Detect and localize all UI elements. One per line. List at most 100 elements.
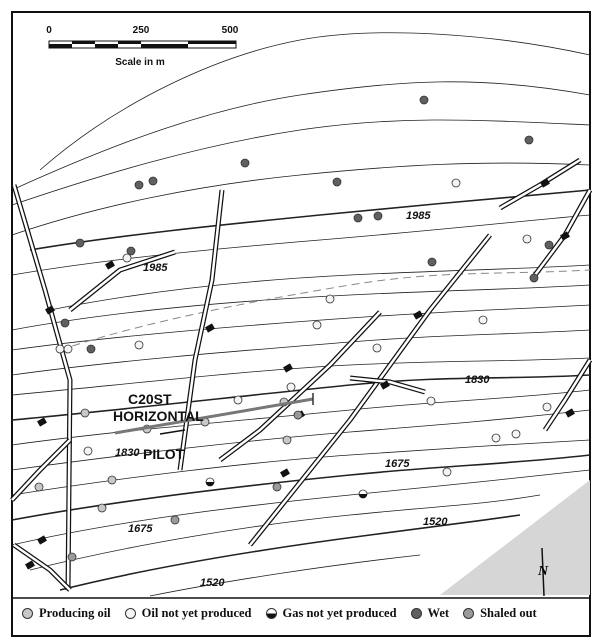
well-wet	[353, 213, 363, 223]
fault-line	[218, 310, 382, 462]
contour-label-1520: 1520	[200, 577, 225, 589]
legend-item-shaled-out: Shaled out	[463, 606, 537, 621]
producing-oil-icon	[22, 607, 33, 619]
contour-line	[29, 189, 591, 251]
well-shaled-out	[293, 410, 303, 420]
fault-line-inner	[534, 189, 592, 276]
well-shaled-out	[272, 482, 282, 492]
contour-line	[11, 469, 591, 546]
well-oil-not-produced	[542, 402, 552, 412]
well-oil-not-produced	[134, 340, 144, 350]
well-wet	[126, 246, 136, 256]
fault-line-inner	[11, 439, 71, 501]
legend-label: Wet	[427, 605, 450, 620]
well-wet	[86, 344, 96, 354]
fault-throw-marker	[565, 408, 575, 418]
contour-label-1985: 1985	[143, 262, 168, 274]
well-wet	[134, 180, 144, 190]
well-wet	[75, 238, 85, 248]
well-shaled-out	[170, 515, 180, 525]
shaded-area	[440, 480, 590, 595]
label-c20st: C20ST	[128, 391, 172, 407]
fault-throw-marker	[380, 380, 390, 390]
wet-icon	[410, 607, 422, 619]
well-oil-not-produced	[372, 343, 382, 353]
fault-throw-marker	[560, 231, 570, 241]
scale-tick-0: 0	[46, 25, 52, 36]
fault-throw-marker	[540, 178, 550, 188]
shaled-out-icon	[463, 607, 475, 619]
horizontal-well-trace	[114, 393, 314, 435]
fault-throw-marker	[413, 310, 423, 320]
well-oil-not-produced	[442, 467, 452, 477]
well-wet	[60, 318, 70, 328]
contour-line	[11, 357, 591, 396]
gas-half-fill	[206, 482, 214, 486]
legend-item-oil-not-produced: Oil not yet produced	[124, 605, 252, 621]
gas-half-fill	[359, 494, 367, 498]
dashed-contour	[59, 269, 591, 351]
contour-label-1985: 1985	[406, 210, 431, 222]
well-oil-not-produced	[451, 178, 461, 188]
contour-line	[11, 409, 591, 471]
fault-line-inner	[543, 359, 592, 431]
fault-line-inner	[178, 189, 224, 471]
fault-line-inner	[12, 184, 72, 591]
contour-label-1675: 1675	[128, 523, 153, 535]
well-producing-oil	[34, 482, 44, 492]
contour-line	[11, 304, 591, 351]
contour-label-1675: 1675	[385, 458, 410, 470]
fault-line-inner	[13, 543, 71, 591]
fault-throw-marker	[37, 417, 47, 427]
fault-throw-marker	[280, 468, 290, 478]
fault-throw-marker	[37, 535, 47, 545]
contour-label-1830: 1830	[115, 447, 140, 459]
well-oil-not-produced	[522, 234, 532, 244]
well-oil-not-produced	[312, 320, 322, 330]
legend-item-wet: Wet	[410, 605, 450, 621]
label-horizontal: HORIZONTAL	[113, 408, 204, 424]
contour-line	[49, 264, 591, 311]
oil-not-produced-icon	[124, 607, 136, 619]
contour-label-1830: 1830	[465, 374, 490, 386]
well-oil-not-produced	[233, 395, 243, 405]
legend-label: Producing oil	[39, 605, 111, 620]
well-wet	[419, 95, 429, 105]
well-wet	[544, 240, 554, 250]
legend-label: Oil not yet produced	[141, 605, 252, 620]
contour-label-1520: 1520	[423, 516, 448, 528]
fault-throw-marker	[25, 560, 35, 570]
legend: Producing oil Oil not yet produced Gas n…	[22, 601, 582, 625]
fault-line-inner	[349, 376, 426, 394]
fault-line	[68, 249, 176, 312]
well-shaled-out	[67, 552, 77, 562]
well-oil-not-produced	[491, 433, 501, 443]
well-oil-not-produced	[286, 382, 296, 392]
contour-lines	[11, 32, 591, 597]
fault-line-inner	[69, 250, 176, 311]
well-oil-not-produced	[55, 344, 65, 354]
contour-line	[11, 162, 591, 236]
contour-line	[11, 81, 591, 191]
well-wet	[240, 158, 250, 168]
fault-throw-marker	[105, 260, 115, 270]
well-producing-oil	[80, 408, 90, 418]
fault-line-inner	[249, 234, 491, 546]
fault-line-inner	[499, 158, 581, 210]
contour-line	[11, 284, 591, 331]
legend-label: Shaled out	[480, 605, 537, 620]
well-wet	[148, 176, 158, 186]
contour-line	[59, 514, 521, 591]
wells	[34, 95, 554, 562]
well-wet	[529, 273, 539, 283]
contour-line	[29, 494, 541, 571]
contour-line	[11, 214, 591, 276]
well-oil-not-produced	[63, 344, 73, 354]
well-wet	[427, 257, 437, 267]
well-oil-not-produced	[478, 315, 488, 325]
contour-line	[149, 554, 421, 597]
scale-bar: 0 250 500 Scale in m	[46, 25, 239, 68]
contour-line	[11, 119, 591, 206]
north-arrow: N	[537, 547, 549, 597]
